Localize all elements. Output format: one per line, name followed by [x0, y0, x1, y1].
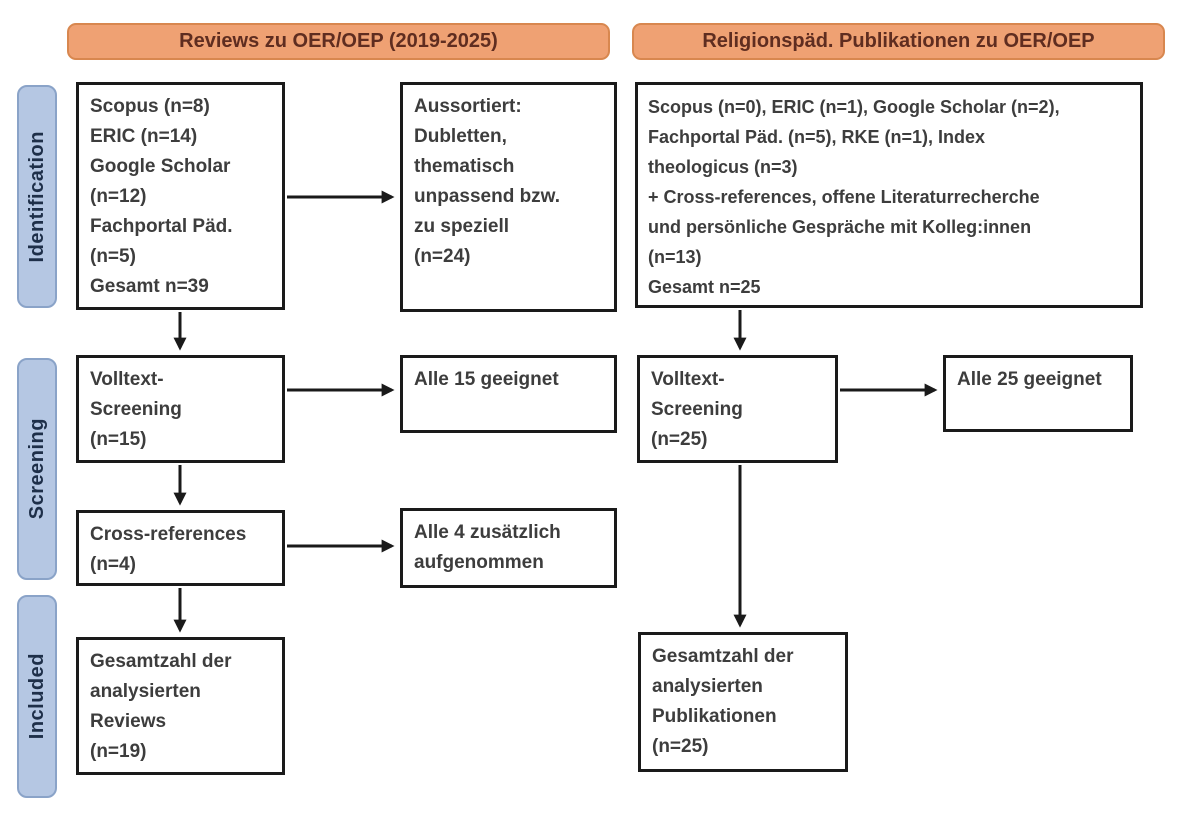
left-column-header-label: Reviews zu OER/OEP (2019-2025) — [179, 30, 498, 52]
left-sources-box: Scopus (n=8) ERIC (n=14) Google Scholar … — [76, 82, 285, 310]
right-sources-box: Scopus (n=0), ERIC (n=1), Google Scholar… — [635, 82, 1143, 308]
left-included-total-box: Gesamtzahl der analysierten Reviews (n=1… — [76, 637, 285, 775]
phase-label-included: Included — [17, 595, 57, 798]
left-crossref-result-box: Alle 4 zusätzlich aufgenommen — [400, 508, 617, 588]
right-fulltext-screening-box: Volltext- Screening (n=25) — [637, 355, 838, 463]
phase-label-screening-text: Screening — [25, 418, 48, 520]
phase-label-screening: Screening — [17, 358, 57, 580]
phase-label-identification-text: Identification — [25, 130, 48, 263]
phase-label-identification: Identification — [17, 85, 57, 308]
right-included-total-box: Gesamtzahl der analysierten Publikatione… — [638, 632, 848, 772]
left-fulltext-screening-box: Volltext- Screening (n=15) — [76, 355, 285, 463]
phase-label-included-text: Included — [25, 653, 48, 740]
left-fulltext-result-box: Alle 15 geeignet — [400, 355, 617, 433]
left-excluded-box: Aussortiert: Dubletten, thematisch unpas… — [400, 82, 617, 312]
right-fulltext-result-box: Alle 25 geeignet — [943, 355, 1133, 432]
right-column-header: Religionspäd. Publikationen zu OER/OEP — [632, 23, 1165, 60]
left-crossreferences-box: Cross-references (n=4) — [76, 510, 285, 586]
right-column-header-label: Religionspäd. Publikationen zu OER/OEP — [702, 30, 1095, 52]
left-column-header: Reviews zu OER/OEP (2019-2025) — [67, 23, 610, 60]
